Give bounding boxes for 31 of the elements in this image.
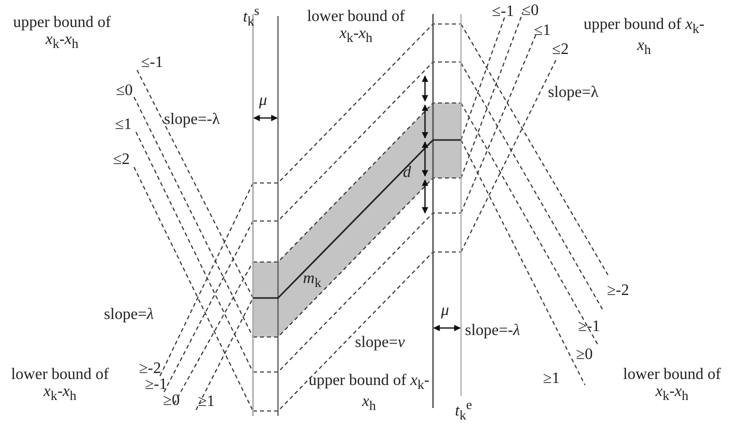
- axis-label: ≤1: [115, 116, 132, 133]
- axis-label: ≤2: [113, 151, 130, 168]
- bound-label: lower bound of x$_{k}$-x$_{h}$: [10, 366, 110, 404]
- bound-label: lower bound of x$_{k}$-x$_{h}$: [306, 8, 406, 46]
- axis-label: μ: [441, 302, 450, 319]
- axis-label: μ: [259, 92, 268, 109]
- axis-label: d: [403, 164, 411, 181]
- axis-label: ≤0: [116, 82, 133, 99]
- axis-label: slope=ν: [355, 334, 405, 351]
- axis-label: m$_{k}$: [303, 270, 322, 292]
- axis-label: ≤-1: [141, 54, 164, 71]
- axis-label: ≥-2: [607, 282, 630, 299]
- axis-label: ≥0: [163, 392, 180, 409]
- axis-label: ≤2: [552, 41, 569, 58]
- axis-label: ≤0: [522, 2, 539, 19]
- bound-label: upper bound of x$_{k}$-x$_{h}$: [582, 16, 706, 58]
- axis-label: ≥-2: [139, 360, 162, 377]
- axis-label: ≥0: [576, 346, 593, 363]
- axis-label: ≤1: [534, 22, 551, 39]
- axis-label: ≥-1: [578, 318, 600, 335]
- axis-label: ≥-1: [145, 376, 168, 393]
- axis-label: ≥1: [543, 370, 560, 387]
- bound-label: upper bound of x$_{k}$-x$_{h}$: [308, 372, 430, 414]
- bound-label: upper bound of x$_{k}$-x$_{h}$: [12, 14, 112, 52]
- axis-label: slope=λ: [548, 84, 599, 101]
- axis-label: slope=-λ: [465, 322, 520, 339]
- bound-label: lower bound of x$_{k}$-x$_{h}$: [622, 366, 722, 404]
- axis-label: slope=-λ: [164, 111, 220, 128]
- axis-label: slope=λ: [104, 306, 154, 323]
- axis-label: ≤-1: [492, 3, 514, 20]
- axis-label: ≥1: [198, 393, 215, 410]
